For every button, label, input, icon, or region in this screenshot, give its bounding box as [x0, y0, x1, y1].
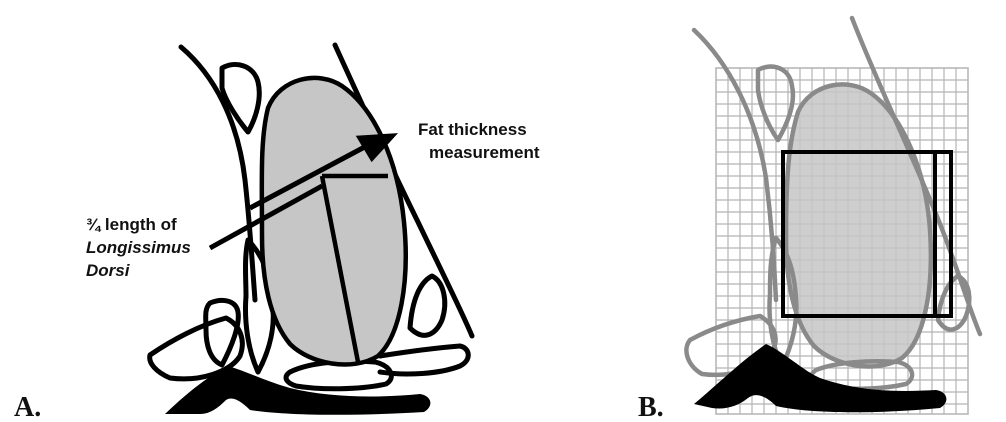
bottom-curve — [380, 346, 468, 374]
fat-label-line1: Fat thickness — [418, 120, 527, 139]
small-structure-left — [206, 300, 239, 365]
panel-b-letter: B. — [638, 392, 664, 422]
length-label-line2: Longissimus — [86, 238, 191, 257]
right-small-structure — [410, 276, 445, 335]
spinal-process — [222, 64, 259, 132]
length-label-line1: ¾ length of — [86, 215, 177, 234]
panel-b: B. — [638, 18, 980, 422]
fat-label-line2: measurement — [429, 143, 540, 162]
panel-a-letter: A. — [14, 392, 41, 422]
longissimus-dorsi-muscle — [262, 78, 406, 365]
length-label-line3: Dorsi — [86, 261, 131, 280]
